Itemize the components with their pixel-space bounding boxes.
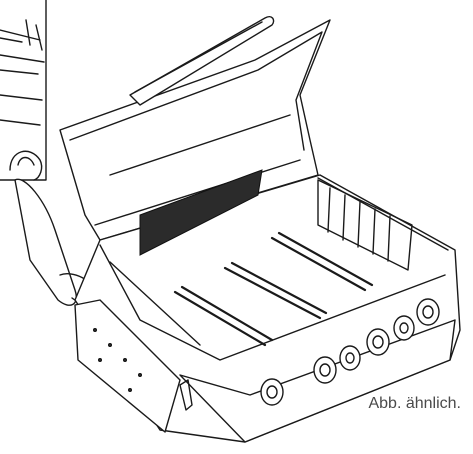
image-caption: Abb. ähnlich. [368,395,461,412]
grill-lid [59,16,331,241]
knob-1 [260,378,284,406]
burners [173,231,374,347]
knob-4 [366,328,390,356]
control-knobs [260,298,440,406]
warming-rack [317,179,413,271]
knob-2 [313,356,337,384]
knob-6 [416,298,440,326]
heat-shield [139,169,263,256]
igniter [179,379,193,411]
knob-5 [393,315,415,341]
knob-3 [339,345,361,371]
detail-inset [0,0,47,181]
